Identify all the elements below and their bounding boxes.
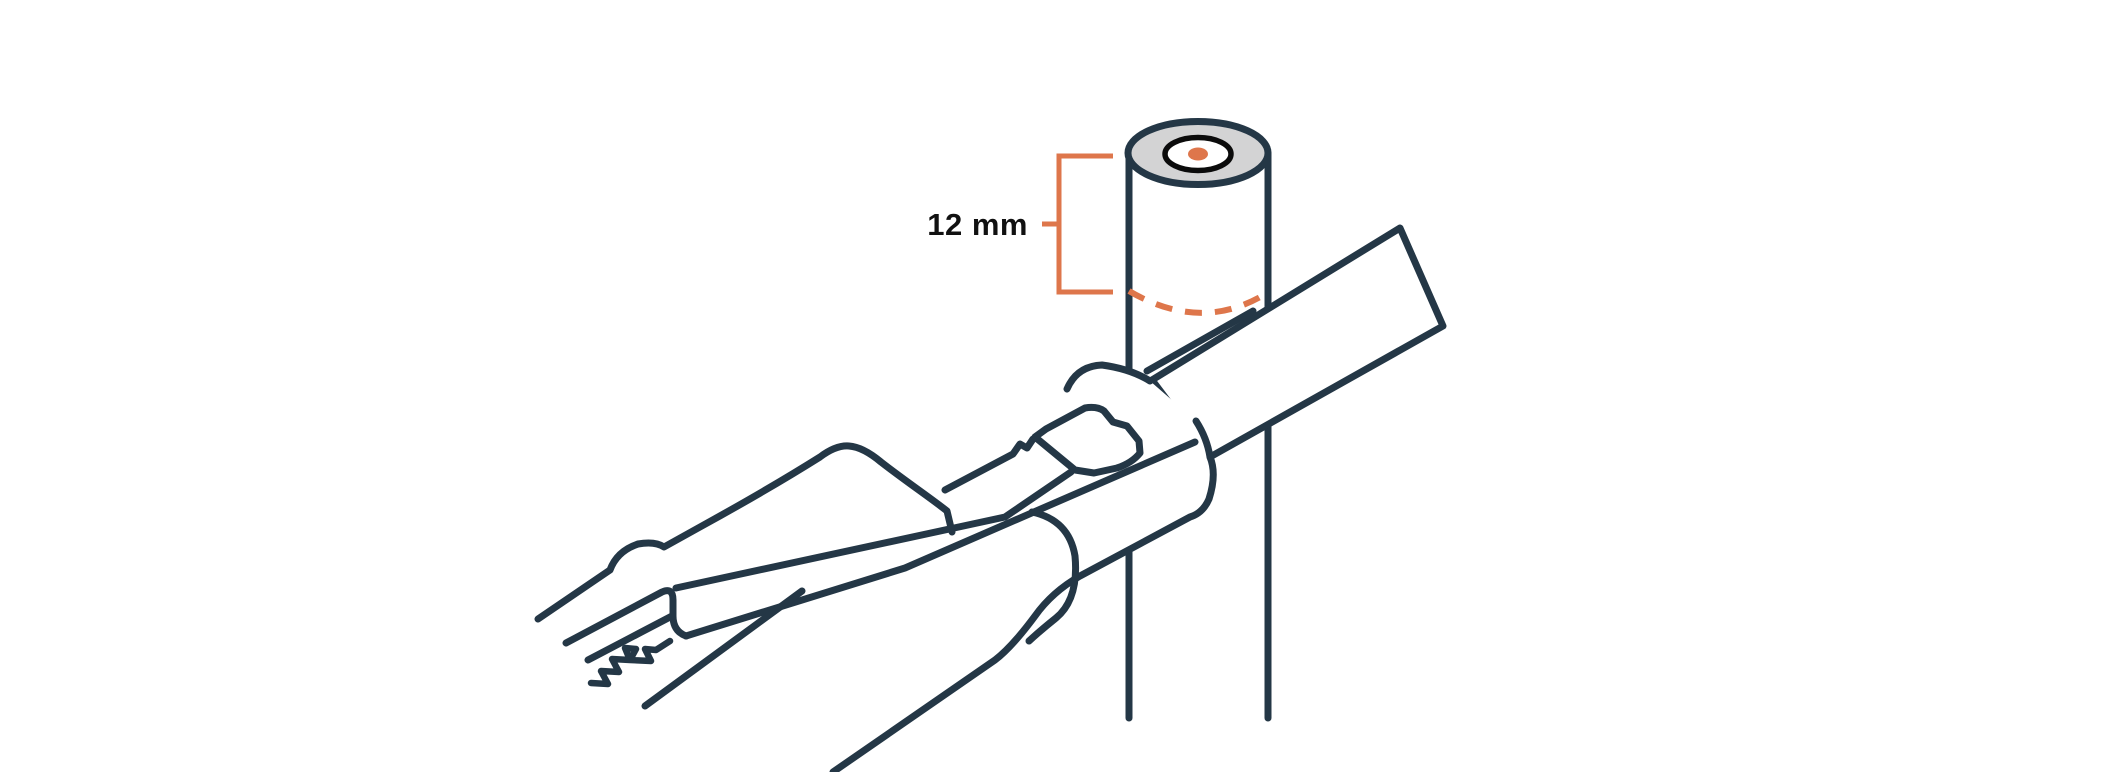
tool-side-crease [584,612,676,664]
cable-cross-section [1124,118,1272,188]
tool-bottom-tail-edge [641,587,806,710]
tool-body-fill [538,365,1214,772]
tool-slider-pad-left-cap [562,587,690,647]
tool-slider-pad-right-cap [1025,508,1080,645]
tool-head-cap-and-bottom-edge [829,453,1217,772]
bracket-outline [1056,153,1113,295]
dimension-label: 12 mm [927,207,1028,242]
cut-position-dashed-line [1127,288,1264,316]
tool-slider-pad-top-edge [672,468,1075,592]
center-conductor-dot [1188,147,1208,161]
tool-saddle-line [941,435,1037,494]
tool-upper-outline [534,442,956,623]
tool-body-mid-edge [682,438,1199,640]
strip-thickness-edge [1143,307,1257,375]
tool-top-lip [1063,361,1154,393]
tool-latch-tab [1031,403,1144,477]
tool-ratchet-teeth [587,637,674,688]
tool-line-art [534,361,1217,772]
dimension-bracket [1042,153,1113,295]
